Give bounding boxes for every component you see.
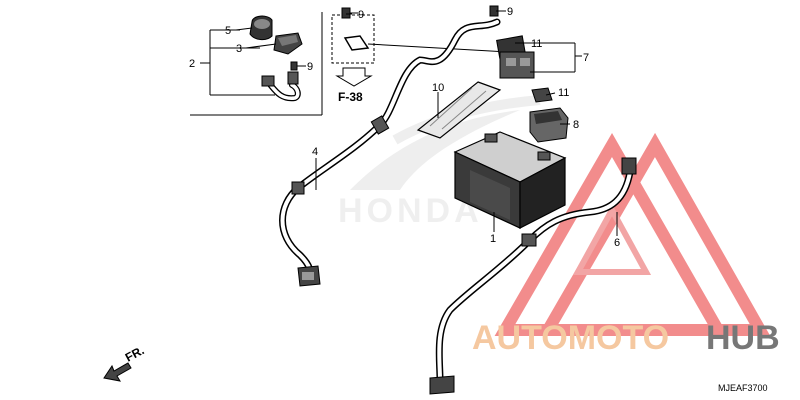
callout-6: 6 <box>614 237 620 249</box>
part-4-terminal-end <box>297 265 321 287</box>
part-small-strap <box>343 35 509 53</box>
watermark-logo <box>494 132 771 336</box>
part-6-terminal-bottom <box>429 375 455 395</box>
callout-11-upper: 11 <box>531 38 542 50</box>
watermark-text: AUTOMOTO HUB <box>472 319 780 357</box>
part-5-terminal-cap <box>249 15 273 41</box>
callout-1: 1 <box>490 233 496 245</box>
part-3-terminal-cover <box>273 32 303 55</box>
reference-box: F-38 <box>331 14 375 104</box>
part-6-terminal-top <box>621 157 637 175</box>
leader-lines <box>235 10 618 236</box>
drawing-code: MJEAF3700 <box>718 383 768 393</box>
honda-wing-shape <box>350 110 520 190</box>
callout-4: 4 <box>312 146 318 158</box>
part-7-starter-relay <box>496 35 535 79</box>
callout-9-inset: 9 <box>307 61 313 73</box>
callout-3: 3 <box>236 43 242 55</box>
callout-7: 7 <box>583 52 589 64</box>
part-8-relay-cover <box>529 107 569 143</box>
callout-8: 8 <box>573 119 579 131</box>
part-9-bolt-inset <box>290 61 306 71</box>
watermark-text-part2: HUB <box>706 319 780 357</box>
watermark-text-part1: AUTOMOTO <box>472 319 669 357</box>
reference-label: F-38 <box>338 90 363 104</box>
part-1-battery <box>453 131 567 229</box>
part-2-small-cable <box>261 71 301 102</box>
callout-9-top-left: 9 <box>358 9 364 21</box>
callout-2: 2 <box>189 58 195 70</box>
part-9-bolt-top-left <box>341 7 358 19</box>
reference-down-arrow-icon <box>335 67 373 87</box>
callout-5: 5 <box>225 25 231 37</box>
front-label: FR. <box>123 343 147 364</box>
watermark-triangle-right <box>537 132 771 336</box>
part-6-negative-cable <box>429 157 637 395</box>
front-direction-indicator: FR. <box>103 343 147 382</box>
callout-10: 10 <box>432 82 444 94</box>
front-arrow-icon <box>103 362 132 382</box>
inset-frame <box>190 12 323 116</box>
group-2-bracket <box>200 29 275 96</box>
watermark-triangle-inner <box>572 203 652 275</box>
part-4-positive-cable <box>279 18 501 287</box>
callout-labels: 5 3 2 9 9 9 11 7 11 8 10 4 1 6 <box>189 6 620 249</box>
callout-11-lower: 11 <box>558 87 569 99</box>
callout-9-top-right: 9 <box>507 6 513 18</box>
part-11-fuse-lower <box>531 87 553 103</box>
